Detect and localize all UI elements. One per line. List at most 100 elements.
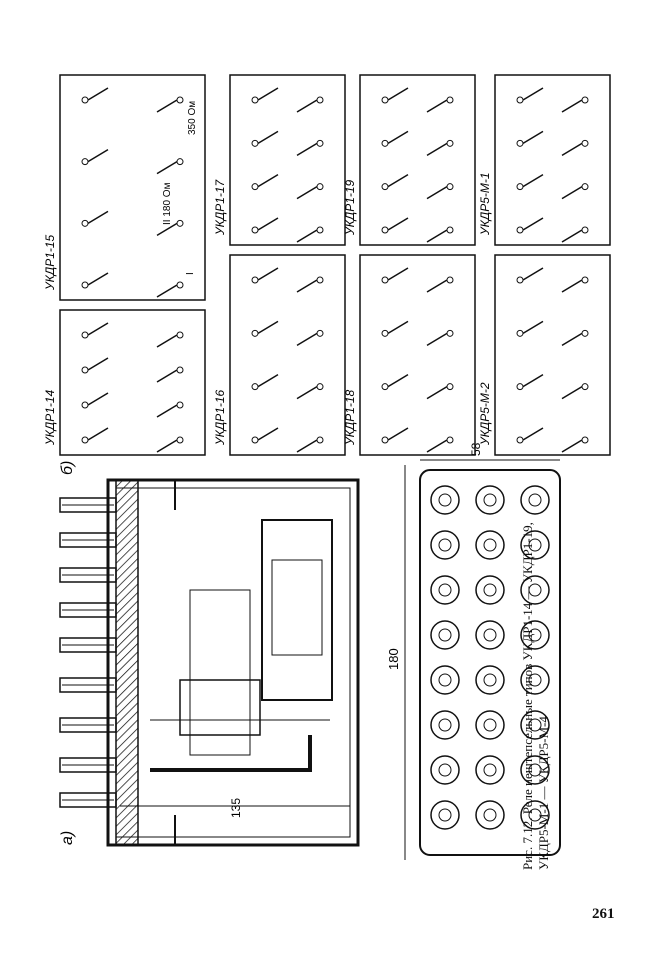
contact-point	[316, 139, 324, 147]
contact-point	[316, 329, 324, 337]
schematic-panel: УКДР1-17	[213, 74, 346, 246]
contact-arm	[387, 320, 409, 334]
panel-frame	[359, 74, 476, 246]
terminal-socket-inner	[483, 673, 497, 687]
contact-arm	[87, 149, 109, 163]
contact-point	[581, 329, 589, 337]
contact-arm	[387, 217, 409, 231]
contact-point	[251, 329, 259, 337]
schematic-panel: УКДР5-М-2	[478, 254, 611, 456]
terminal-socket	[475, 485, 505, 515]
contact-arm	[426, 186, 448, 200]
terminal-bolt	[59, 497, 117, 513]
contact-point	[581, 276, 589, 284]
relay-housing-drawing: 135 а) б)	[59, 461, 360, 847]
contact-point	[516, 139, 524, 147]
contact-point	[316, 96, 324, 104]
terminal-socket-inner	[483, 583, 497, 597]
contact-point	[516, 276, 524, 284]
terminal-socket	[520, 530, 550, 560]
schematic-panel: УКДР1-18	[343, 254, 476, 456]
contact-arm	[561, 279, 583, 293]
panel-title: УКДР1-14	[43, 389, 57, 446]
terminal-socket-inner	[438, 538, 452, 552]
terminal-socket-inner	[438, 718, 452, 732]
contact-point	[581, 436, 589, 444]
contact-arm	[426, 332, 448, 346]
terminal-socket	[475, 620, 505, 650]
panel-frame	[494, 254, 611, 456]
contact-point	[516, 436, 524, 444]
terminal-bolt	[59, 532, 117, 548]
contact-arm	[296, 142, 318, 156]
terminal-socket	[475, 575, 505, 605]
terminal-socket-inner	[528, 628, 542, 642]
contact-arm	[156, 334, 178, 348]
terminal-socket-inner	[483, 718, 497, 732]
schematic-panel: УКДР5-М-1	[478, 74, 611, 246]
schematic-panel: УКДР1-14	[43, 309, 206, 456]
contact-point	[381, 139, 389, 147]
contact-point	[446, 226, 454, 234]
contact-arm	[426, 229, 448, 243]
panel-title: УКДР5-М-1	[478, 172, 492, 236]
terminal-socket-inner	[528, 763, 542, 777]
terminal-socket	[475, 800, 505, 830]
panel-title: УКДР1-17	[213, 178, 227, 236]
terminal-socket	[520, 575, 550, 605]
contact-arm	[387, 427, 409, 441]
contact-arm	[387, 130, 409, 144]
contact-point	[81, 436, 89, 444]
terminal-socket	[430, 485, 460, 515]
contact-point	[381, 383, 389, 391]
dimension-180: 180	[386, 648, 401, 670]
terminal-socket	[520, 755, 550, 785]
contact-point	[381, 96, 389, 104]
panel-title: УКДР1-16	[213, 389, 227, 446]
panel-note: 350 Ом	[187, 101, 198, 135]
terminal-bolt	[59, 677, 117, 693]
contact-arm	[522, 130, 544, 144]
contact-point	[446, 139, 454, 147]
contact-arm	[156, 439, 178, 453]
contact-arm	[156, 222, 178, 236]
contact-point	[381, 276, 389, 284]
terminal-socket	[520, 665, 550, 695]
contact-point	[316, 436, 324, 444]
panel-frame	[59, 309, 206, 456]
terminal-socket	[430, 710, 460, 740]
dimension-135: 135	[229, 798, 243, 818]
contact-point	[251, 139, 259, 147]
terminal-socket-inner	[483, 493, 497, 507]
terminal-socket-inner	[528, 538, 542, 552]
contact-arm	[87, 210, 109, 224]
contact-point	[251, 383, 259, 391]
panel-title: УКДР1-18	[343, 389, 357, 446]
contact-point	[446, 183, 454, 191]
contact-point	[176, 366, 184, 374]
terminal-socket	[430, 800, 460, 830]
terminal-socket-inner	[438, 763, 452, 777]
terminal-bolt	[59, 757, 117, 773]
contact-point	[81, 401, 89, 409]
terminal-socket-inner	[438, 628, 452, 642]
contact-arm	[257, 130, 279, 144]
contact-arm	[522, 87, 544, 101]
contact-point	[316, 276, 324, 284]
terminal-socket-inner	[483, 808, 497, 822]
panel-note: II 180 Ом	[162, 182, 173, 225]
terminal-bolt	[59, 602, 117, 618]
contact-arm	[426, 142, 448, 156]
contact-arm	[296, 386, 318, 400]
contact-arm	[156, 161, 178, 175]
contact-point	[176, 401, 184, 409]
contact-point	[581, 139, 589, 147]
contact-point	[516, 183, 524, 191]
contact-arm	[156, 404, 178, 418]
contact-point	[581, 183, 589, 191]
terminal-bolt	[59, 792, 117, 808]
terminal-socket	[520, 485, 550, 515]
terminal-panel: 180 58	[386, 442, 561, 860]
contact-point	[81, 219, 89, 227]
label-a: а)	[59, 831, 76, 845]
